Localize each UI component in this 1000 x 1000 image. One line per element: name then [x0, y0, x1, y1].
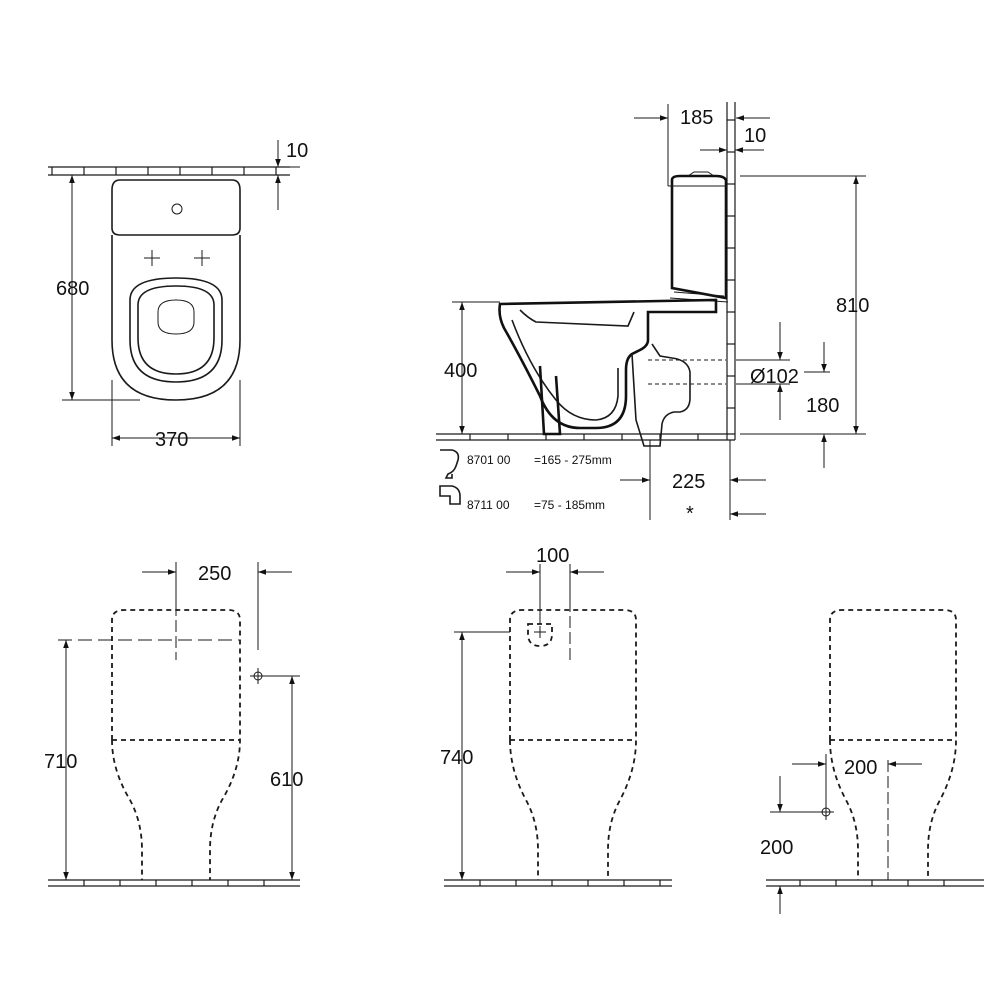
dim-front-right-inlet-height: 200 [760, 776, 818, 914]
dim-front-left-offset-label: 250 [198, 563, 231, 585]
front-right-floor [766, 879, 984, 887]
front-left-view: 250 710 610 [44, 562, 303, 887]
side-cistern [670, 174, 728, 300]
dim-front-left-inlet-height-label: 610 [270, 769, 303, 791]
dim-front-middle-offset: 100 [506, 545, 604, 624]
dim-side-wall-gap-label: 10 [744, 125, 766, 147]
front-left-outline [111, 609, 241, 880]
dim-side-tank-offset-label: 185 [680, 107, 713, 129]
dim-side-outlet-diameter-label: Ø102 [750, 366, 799, 388]
seat-inner [137, 285, 215, 375]
dim-front-right-inlet-height-label: 200 [760, 837, 793, 859]
connector-note-1-code: 8701 00 [467, 453, 511, 467]
connector-note-1-range: =165 - 275mm [534, 453, 612, 467]
dim-side-outlet-height-label: 180 [806, 395, 839, 417]
bowl-outline [111, 235, 241, 401]
bowl-opening [157, 299, 195, 335]
side-view: 185 10 810 400 Ø102 [436, 102, 869, 525]
front-middle-outline [509, 609, 637, 880]
dim-side-seat-height-label: 400 [444, 360, 477, 382]
dim-front-middle-offset-label: 100 [536, 545, 569, 567]
s-trap-connector-icon [440, 449, 460, 479]
dim-front-left-height-label: 710 [44, 751, 77, 773]
connector-note-2-code: 8711 00 [467, 498, 510, 512]
dim-top-depth: 680 [56, 175, 140, 401]
front-right-inlet-icon [818, 804, 834, 820]
side-outlet-pipe [631, 343, 691, 447]
dim-top-depth-label: 680 [56, 278, 89, 300]
side-button [687, 171, 715, 177]
side-floor [436, 433, 735, 441]
top-view: 10 680 370 [48, 140, 308, 451]
connector-note-2: 8711 00 =75 - 185mm [439, 485, 605, 512]
dim-top-wall-gap: 10 [270, 140, 308, 210]
dim-side-seat-height: 400 [444, 302, 477, 434]
dim-front-left-height: 710 [44, 640, 77, 880]
dim-top-width-label: 370 [155, 429, 188, 451]
dim-top-width: 370 [111, 380, 241, 451]
side-wall [726, 102, 736, 440]
wall-line [48, 166, 290, 176]
front-middle-floor [444, 879, 672, 887]
flush-button [171, 203, 183, 215]
dim-front-left-offset: 250 [142, 562, 292, 650]
dim-front-right-offset: 200 [792, 754, 922, 804]
dim-side-outlet-distance-label: 225 [672, 471, 705, 493]
seat-hinge-marks [144, 250, 210, 266]
front-middle-inlet-icon [527, 623, 553, 647]
dim-side-outlet-diameter: Ø102 [736, 322, 799, 420]
front-left-inlet-icon [250, 668, 266, 684]
front-right-view: 200 200 [760, 609, 984, 914]
dim-side-tank-offset: 185 [634, 104, 770, 186]
side-pedestal [538, 365, 562, 436]
dim-side-asterisk: * [686, 503, 694, 525]
dim-front-middle-height: 740 [440, 632, 473, 880]
seat-outline [129, 277, 223, 383]
cistern-outline [111, 179, 241, 236]
dim-side-total-height-label: 810 [836, 295, 869, 317]
front-middle-view: 100 740 [440, 545, 672, 887]
dim-side-wall-gap: 10 [700, 125, 766, 153]
side-bowl [498, 298, 718, 430]
dim-front-left-inlet-height: 610 [266, 675, 303, 880]
dim-top-wall-gap-label: 10 [286, 140, 308, 162]
connector-note-2-range: =75 - 185mm [534, 498, 605, 512]
dim-front-middle-height-label: 740 [440, 747, 473, 769]
p-trap-connector-icon [439, 485, 461, 505]
connector-note-1: 8701 00 =165 - 275mm [440, 449, 612, 479]
dim-side-total-height: 810 [740, 175, 869, 435]
front-left-floor [48, 879, 300, 887]
dim-side-outlet-distance: 225 * [620, 440, 766, 525]
dim-front-right-offset-label: 200 [844, 757, 877, 779]
dim-side-outlet-height: 180 [804, 342, 839, 468]
front-right-outline [829, 609, 957, 880]
